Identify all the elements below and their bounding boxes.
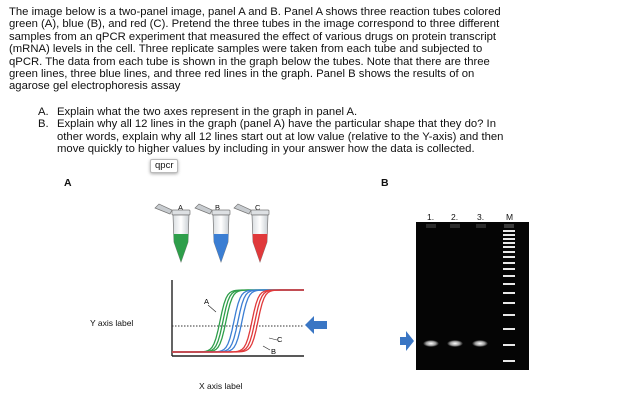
tube-label-c: C [255, 203, 261, 212]
ladder-band [503, 283, 515, 285]
ladder-band [503, 251, 515, 253]
item-line: other words, explain why all 12 lines st… [57, 130, 504, 143]
tube-a [154, 203, 191, 264]
curve-label-a: A [204, 297, 209, 306]
curve-label-b: B [271, 347, 276, 356]
intro-line: qPCR. The data from each tube is shown i… [9, 55, 490, 68]
item-label: A. [38, 106, 49, 118]
item-line: Explain what the two axes represent in t… [57, 106, 358, 118]
ladder-band [503, 344, 515, 346]
dna-ladder [503, 230, 515, 362]
panel-b-label: B [381, 177, 389, 189]
ladder-band [503, 360, 515, 362]
gel-band-lane-1 [423, 340, 439, 347]
reaction-tubes [154, 203, 270, 264]
y-axis-label: Y axis label [90, 318, 134, 328]
x-axis-label: X axis label [199, 381, 243, 391]
tube-label-a: A [178, 203, 184, 212]
gel-well [450, 224, 460, 228]
question-item-a: A. Explain what the two axes represent i… [9, 106, 629, 118]
curve-label-c-pointer [268, 337, 278, 341]
ladder-band [503, 314, 515, 316]
lane-label-m: M [506, 212, 514, 222]
gel-well [426, 224, 436, 228]
ladder-band [503, 302, 515, 304]
gel-well [476, 224, 486, 228]
tube-c [233, 203, 270, 264]
amplification-curve-b-2 [172, 289, 304, 353]
curve-label-a-pointer [207, 304, 217, 313]
tube-b [194, 203, 231, 264]
lane-label-1: 1. [427, 212, 435, 222]
tube-c-liquid [252, 234, 268, 262]
gel-background [416, 222, 529, 370]
panel-a-label: A [64, 177, 72, 189]
intro-line: The image below is a two-panel image, pa… [9, 6, 501, 18]
item-line: Explain why all 12 lines in the graph (p… [57, 118, 496, 131]
item-label: B. [38, 118, 49, 131]
intro-line: green lines, three blue lines, and three… [9, 68, 475, 81]
qpcr-tooltip: qpcr [150, 159, 179, 173]
tube-b-liquid [213, 234, 229, 262]
ladder-band [503, 262, 515, 264]
ladder-band [503, 328, 515, 330]
gel-band-lane-3 [472, 340, 488, 347]
lane-label-2: 2. [451, 212, 459, 222]
qpcr-plot: A C B [171, 280, 304, 357]
band-arrow-icon [400, 331, 414, 351]
question-list: A. Explain what the two axes represent i… [9, 106, 629, 156]
ladder-band [503, 242, 515, 244]
intro-line: samples from an qPCR experiment that mea… [9, 30, 497, 43]
curve-label-b-pointer [262, 345, 271, 351]
gel-well [504, 224, 514, 228]
gel-band-lane-2 [447, 340, 463, 347]
ladder-band [503, 292, 515, 294]
ladder-band [503, 234, 515, 236]
agarose-gel [416, 222, 529, 370]
ladder-band [503, 246, 515, 248]
amplification-curve-c-3 [172, 289, 304, 353]
intro-line: agarose gel electrophoresis assay [9, 80, 181, 93]
ladder-band [503, 268, 515, 270]
threshold-arrow-icon [305, 316, 327, 334]
ladder-band [503, 256, 515, 258]
intro-line: green (A), blue (B), and red (C). Preten… [9, 18, 500, 31]
ladder-band [503, 275, 515, 277]
tube-label-b: B [215, 203, 221, 212]
item-line: move quickly to higher values by includi… [57, 143, 475, 156]
ladder-band [503, 238, 515, 240]
lane-label-3: 3. [477, 212, 485, 222]
tube-a-liquid [173, 234, 189, 262]
ladder-band [503, 230, 515, 232]
question-item-b: B. Explain why all 12 lines in the graph… [9, 118, 629, 155]
question-intro: The image below is a two-panel image, pa… [9, 6, 629, 93]
curve-label-c: C [277, 335, 283, 344]
amplification-curves [172, 289, 304, 353]
intro-line: (mRNA) levels in the cell. Three replica… [9, 43, 483, 56]
